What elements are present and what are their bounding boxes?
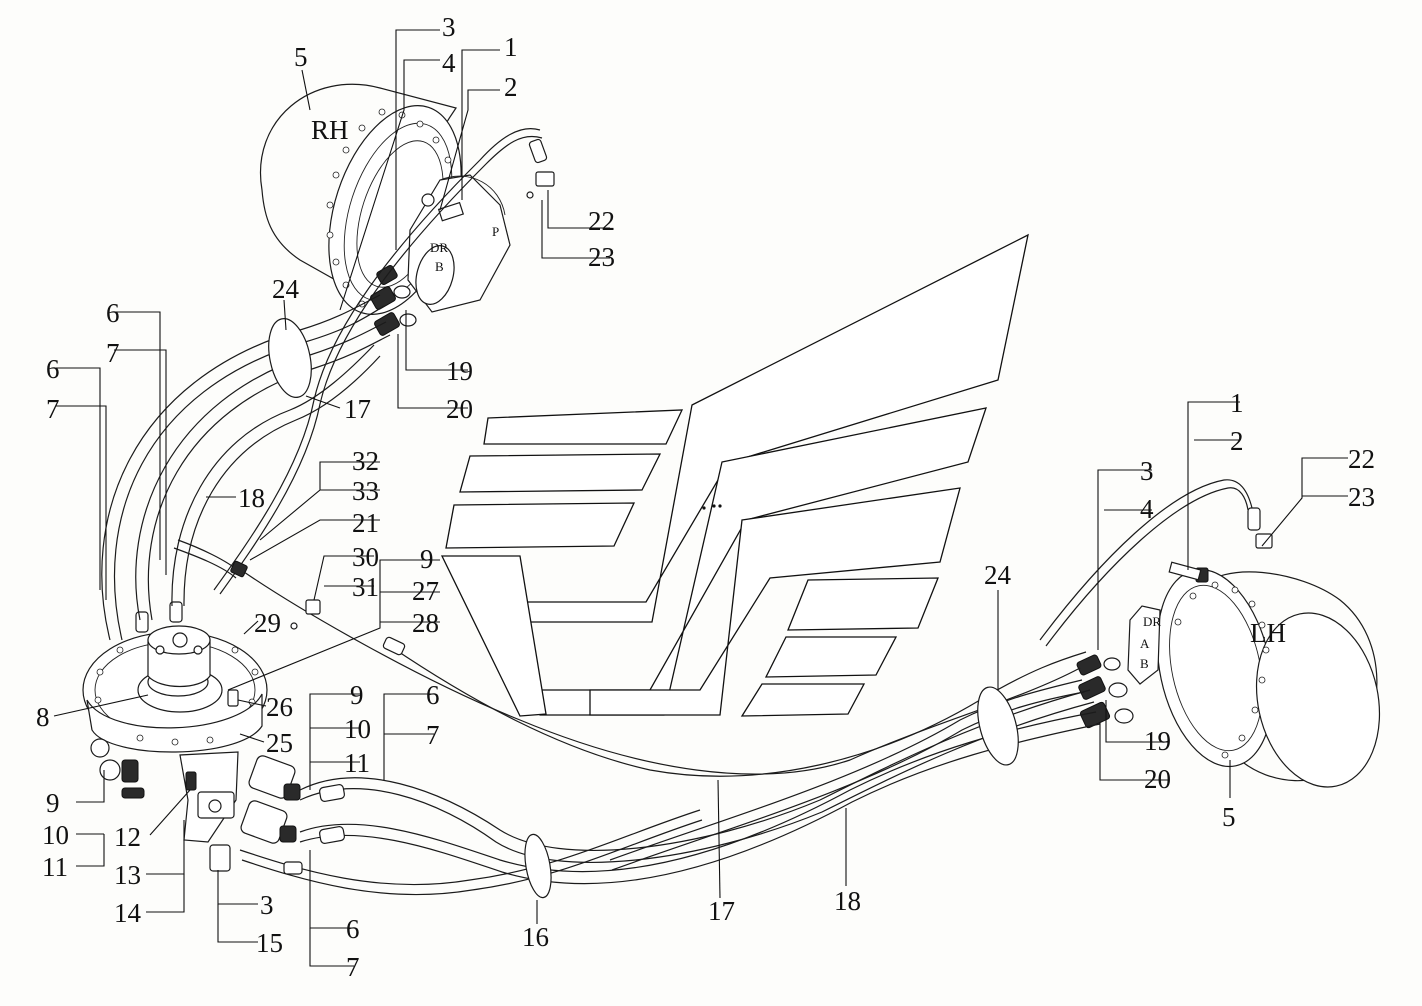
- callout-17-bottom: 17: [708, 896, 735, 926]
- callout-32: 32: [352, 446, 379, 476]
- callout-13: 13: [114, 860, 141, 890]
- callout-4-rh: 4: [442, 48, 456, 78]
- callout-9-left: 9: [46, 788, 60, 818]
- callout-9-mid: 9: [350, 680, 364, 710]
- rh-port-p: P: [492, 224, 499, 239]
- lh-tag: LH: [1250, 618, 1286, 648]
- callout-18-left: 18: [238, 483, 265, 513]
- callout-29: 29: [254, 608, 281, 638]
- travel-motor-lh: LH DR A B: [1127, 561, 1381, 788]
- callout-10-left: 10: [42, 820, 69, 850]
- callout-23-rh: 23: [588, 242, 615, 272]
- callout-24-lh: 24: [984, 560, 1012, 590]
- callout-19-lh: 19: [1144, 726, 1171, 756]
- watermark-logo: [440, 233, 1029, 717]
- callout-3-bottom: 3: [260, 890, 274, 920]
- callout-22-rh: 22: [588, 206, 615, 236]
- callout-20-rh: 20: [446, 394, 473, 424]
- lh-port-b: B: [1140, 656, 1149, 671]
- callout-33: 33: [352, 476, 379, 506]
- callout-6-loop-b: 6: [46, 354, 60, 384]
- callout-28: 28: [412, 608, 439, 638]
- callout-4-lh: 4: [1140, 494, 1154, 524]
- callout-11-left: 11: [42, 852, 68, 882]
- callout-labels: 3 4 1 2 5 22 23 24 19 20 17 6 7 6 7 18 3…: [36, 12, 1375, 982]
- callout-11-mid: 11: [344, 748, 370, 778]
- lh-port-a: A: [1140, 636, 1150, 651]
- center-swivel-joint: [82, 601, 301, 872]
- callout-27: 27: [412, 576, 439, 606]
- callout-1-rh: 1: [504, 32, 518, 62]
- callout-16: 16: [522, 922, 549, 952]
- callout-6-mid: 6: [426, 680, 440, 710]
- callout-7-bottom: 7: [346, 952, 360, 982]
- callout-7-loop-a: 7: [106, 338, 120, 368]
- rh-port-b: B: [435, 259, 444, 274]
- lh-port-dr: DR: [1143, 614, 1161, 629]
- swivel-fittings-left: [90, 738, 145, 799]
- travel-motor-rh: RH DR B P: [259, 83, 511, 315]
- callout-8: 8: [36, 702, 50, 732]
- swivel-fittings-right: [240, 755, 301, 844]
- callout-23-lh: 23: [1348, 482, 1375, 512]
- callout-10-mid: 10: [344, 714, 371, 744]
- callout-2-lh: 2: [1230, 426, 1244, 456]
- callout-1-lh: 1: [1230, 388, 1244, 418]
- hose-routing: [101, 128, 1253, 899]
- callout-24-rh: 24: [272, 274, 300, 304]
- callout-14: 14: [114, 898, 142, 928]
- callout-3-rh: 3: [442, 12, 456, 42]
- callout-25: 25: [266, 728, 293, 758]
- callout-9-top: 9: [420, 544, 434, 574]
- callout-21: 21: [352, 508, 379, 538]
- callout-5-rh: 5: [294, 42, 308, 72]
- callout-7-loop-b: 7: [46, 394, 60, 424]
- callout-3-lh: 3: [1140, 456, 1154, 486]
- callout-17-rh: 17: [344, 394, 371, 424]
- callout-2-rh: 2: [504, 72, 518, 102]
- callout-22-lh: 22: [1348, 444, 1375, 474]
- callout-20-lh: 20: [1144, 764, 1171, 794]
- callout-5-lh: 5: [1222, 802, 1236, 832]
- callout-19-rh: 19: [446, 356, 473, 386]
- callout-12: 12: [114, 822, 141, 852]
- callout-6-loop-a: 6: [106, 298, 120, 328]
- callout-30: 30: [352, 542, 379, 572]
- callout-18-bottom: 18: [834, 886, 861, 916]
- rh-port-dr: DR: [430, 240, 448, 255]
- callout-15: 15: [256, 928, 283, 958]
- callout-7-mid: 7: [426, 720, 440, 750]
- rh-tag: RH: [311, 115, 349, 145]
- callout-31: 31: [352, 572, 379, 602]
- lh-bolt-ring: [1174, 581, 1270, 759]
- callout-26: 26: [266, 692, 293, 722]
- callout-6-bottom: 6: [346, 914, 360, 944]
- leader-lines: [53, 29, 1348, 967]
